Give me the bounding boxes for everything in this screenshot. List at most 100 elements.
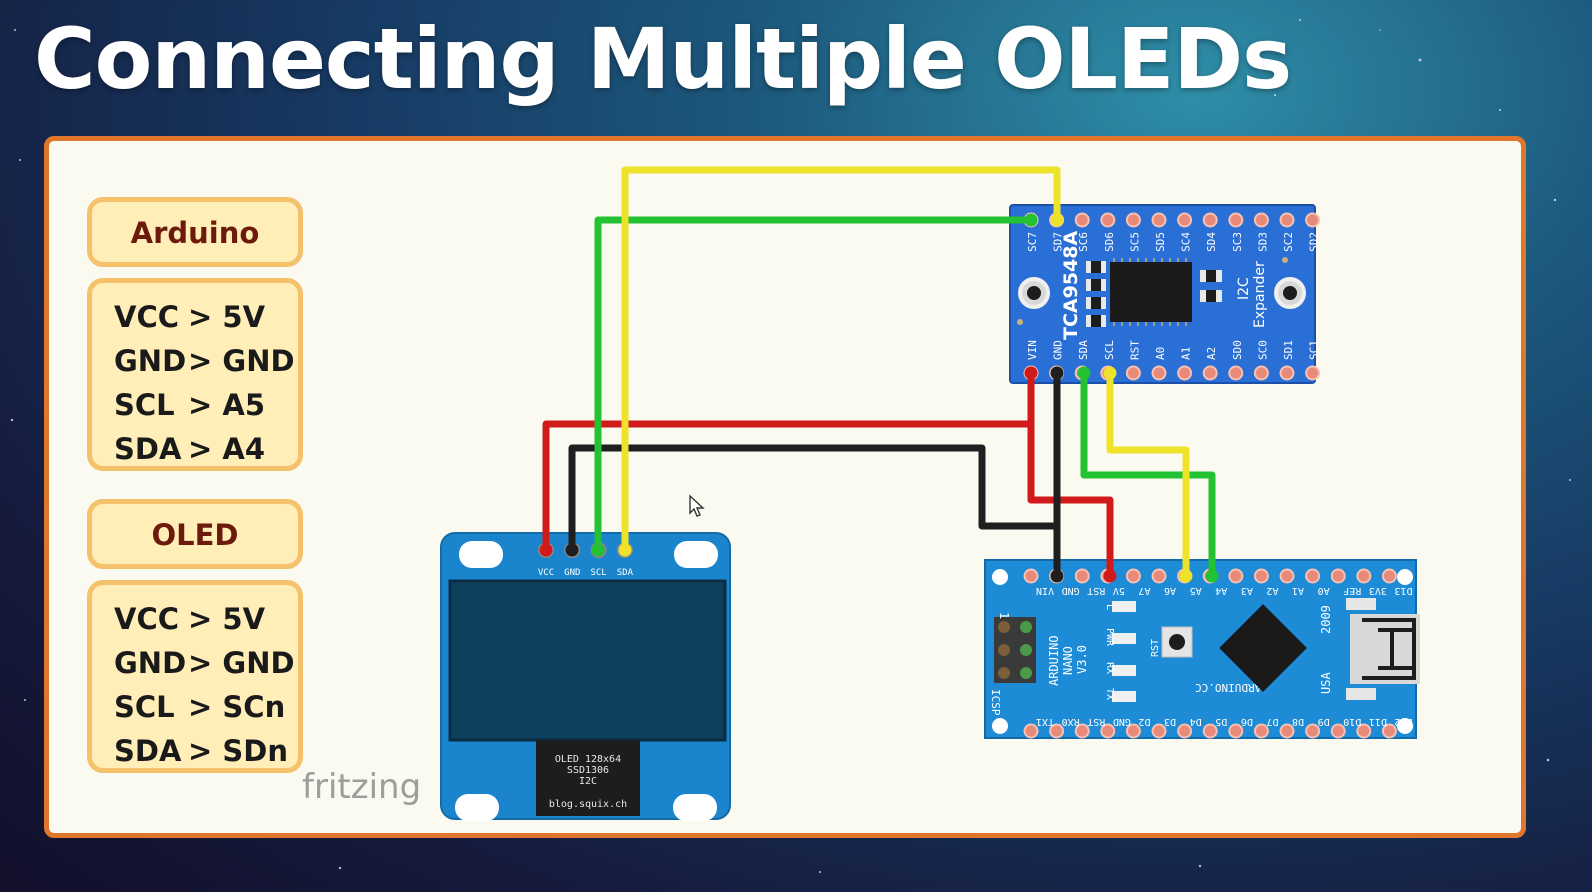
nano-name-1: ARDUINO bbox=[1047, 635, 1061, 686]
nano-top-pin-hole bbox=[1023, 568, 1039, 584]
nano-top-pin-label: A7 bbox=[1138, 585, 1150, 596]
nano-bottom-pin-label: RST bbox=[1087, 716, 1105, 727]
mux-bottom-pin-hole bbox=[1253, 365, 1269, 381]
nano-leds bbox=[1112, 601, 1136, 702]
nano-site-label: ARDUINO.CC bbox=[1195, 681, 1261, 694]
oled-pin-label: SDA bbox=[617, 568, 634, 578]
mux-top-pin-label: SC7 bbox=[1026, 232, 1039, 252]
nano-rst-label: RST bbox=[1150, 639, 1161, 657]
mux-top-pin-hole bbox=[1279, 212, 1295, 228]
oled-label-plate bbox=[536, 740, 640, 816]
nano-bottom-pin-label: D2 bbox=[1138, 716, 1150, 727]
nano-bottom-pin-label: GND bbox=[1113, 716, 1131, 727]
mux-bottom-pin-label: RST bbox=[1128, 340, 1141, 360]
mux-top-pin-hole bbox=[1202, 212, 1218, 228]
nano-bottom-pin-hole bbox=[1023, 723, 1039, 739]
mux-top-pin-label: SC6 bbox=[1077, 232, 1090, 252]
oled-url: blog.squix.ch bbox=[549, 799, 627, 810]
nano-bottom-pin-hole bbox=[1125, 723, 1141, 739]
nano-bottom-pin-hole bbox=[1228, 723, 1244, 739]
nano-top-pin-hole bbox=[1305, 568, 1321, 584]
nano-bottom-pin-hole bbox=[1202, 723, 1218, 739]
oled-header: OLED bbox=[151, 518, 239, 552]
led-label-tx: TX bbox=[1104, 688, 1115, 700]
mux-bottom-pin-label: GND bbox=[1052, 340, 1065, 360]
nano-top-pin-label: A2 bbox=[1266, 585, 1278, 596]
mux-top-pin-hole bbox=[1151, 212, 1167, 228]
mux-top-pin-label: SC4 bbox=[1180, 232, 1193, 252]
arduino-pin-map: VCC> 5V GND> GND SCL> A5 SDA> A4 bbox=[87, 278, 303, 471]
mux-top-pin-label: SD3 bbox=[1256, 232, 1269, 252]
nano-country: USA bbox=[1319, 672, 1333, 694]
mux-bottom-pin-label: SDA bbox=[1077, 340, 1090, 360]
pin-map-row: GND> GND bbox=[114, 646, 295, 680]
nano-bottom-labels: TX1RX0RSTGNDD2D3D4D5D6D7D8D9D10D11D12 bbox=[1036, 716, 1412, 727]
nano-icsp-label: ICSP bbox=[989, 689, 1002, 716]
nano-bottom-header bbox=[1023, 723, 1397, 739]
nano-bottom-pin-hole bbox=[1074, 723, 1090, 739]
nano-bottom-pin-hole bbox=[1177, 723, 1193, 739]
wire-end bbox=[1077, 366, 1091, 380]
pin-map-row: SCL> SCn bbox=[114, 690, 286, 724]
wire-end bbox=[1024, 366, 1038, 380]
wire-black-oled-gnd bbox=[568, 444, 1061, 554]
oled-module: OLED 128x64 SSD1306 I2C blog.squix.ch VC… bbox=[440, 532, 731, 821]
nano-top-pin-label: A1 bbox=[1292, 585, 1304, 596]
fritzing-watermark: fritzing bbox=[302, 767, 422, 807]
mux-top-pin-hole bbox=[1125, 212, 1141, 228]
nano-year: 2009 bbox=[1319, 605, 1333, 634]
mux-top-pin-label: SC3 bbox=[1231, 232, 1244, 252]
wire-yellow-scl-a5 bbox=[1106, 369, 1190, 580]
mux-top-pin-label: SD5 bbox=[1154, 232, 1167, 252]
nano-top-pin-hole bbox=[1279, 568, 1295, 584]
nano-bottom-pin-label: D5 bbox=[1215, 716, 1227, 727]
nano-top-pin-hole bbox=[1228, 568, 1244, 584]
mux-bottom-pin-hole bbox=[1177, 365, 1193, 381]
nano-top-pin-label: 5V bbox=[1113, 585, 1125, 596]
nano-bottom-pin-hole bbox=[1253, 723, 1269, 739]
nano-bottom-pin-label: D7 bbox=[1266, 716, 1278, 727]
wire-red-oled-vcc bbox=[542, 369, 1035, 554]
nano-bottom-pin-label: D6 bbox=[1241, 716, 1253, 727]
pin-map-row: SCL> A5 bbox=[114, 388, 266, 422]
arduino-header-box: Arduino bbox=[87, 197, 303, 267]
mux-top-pin-label: SD6 bbox=[1103, 232, 1116, 252]
mouse-cursor-icon bbox=[689, 494, 705, 517]
nano-top-pin-label: GND bbox=[1062, 585, 1080, 596]
mux-top-pin-label: SC5 bbox=[1128, 232, 1141, 252]
mux-top-pin-label: SC2 bbox=[1282, 232, 1295, 252]
nano-top-pin-hole bbox=[1151, 568, 1167, 584]
mux-top-pin-hole bbox=[1228, 212, 1244, 228]
nano-bottom-pin-hole bbox=[1279, 723, 1295, 739]
mux-top-pin-hole bbox=[1253, 212, 1269, 228]
oled-label-line-2: SSD1306 bbox=[567, 765, 609, 776]
nano-name-3: V3.0 bbox=[1075, 645, 1089, 674]
mux-subtitle2: Expander bbox=[1252, 261, 1268, 328]
nano-top-pin-label: A0 bbox=[1318, 585, 1330, 596]
pin-map-row: VCC> 5V bbox=[114, 602, 266, 636]
wire-yellow-oled-sda bbox=[621, 166, 1061, 554]
wire-red-5v bbox=[1027, 369, 1114, 580]
mux-bottom-pin-hole bbox=[1125, 365, 1141, 381]
nano-bottom-pin-label: D3 bbox=[1164, 716, 1176, 727]
mux-bottom-pin-hole bbox=[1305, 365, 1321, 381]
mux-bottom-pin-label: A1 bbox=[1180, 347, 1193, 360]
nano-top-pin-label: A6 bbox=[1164, 585, 1176, 596]
mux-bottom-pin-hole bbox=[1228, 365, 1244, 381]
pin-map-row: SDA> SDn bbox=[114, 734, 288, 768]
oled-pin-label: SCL bbox=[590, 568, 606, 578]
mux-top-pin-hole bbox=[1074, 212, 1090, 228]
nano-top-pin-label: VIN bbox=[1036, 585, 1054, 596]
nano-top-pin-label: REF bbox=[1343, 585, 1361, 596]
nano-bottom-pin-hole bbox=[1381, 723, 1397, 739]
wire-end bbox=[1024, 213, 1038, 227]
nano-mcu-chip bbox=[1219, 604, 1307, 692]
nano-one-label: 1 bbox=[997, 612, 1011, 619]
oled-pin-map: VCC> 5V GND> GND SCL> SCn SDA> SDn bbox=[87, 580, 303, 773]
nano-top-pin-hole bbox=[1330, 568, 1346, 584]
wires bbox=[542, 166, 1216, 580]
pin-map-row: SDA> A4 bbox=[114, 432, 266, 466]
